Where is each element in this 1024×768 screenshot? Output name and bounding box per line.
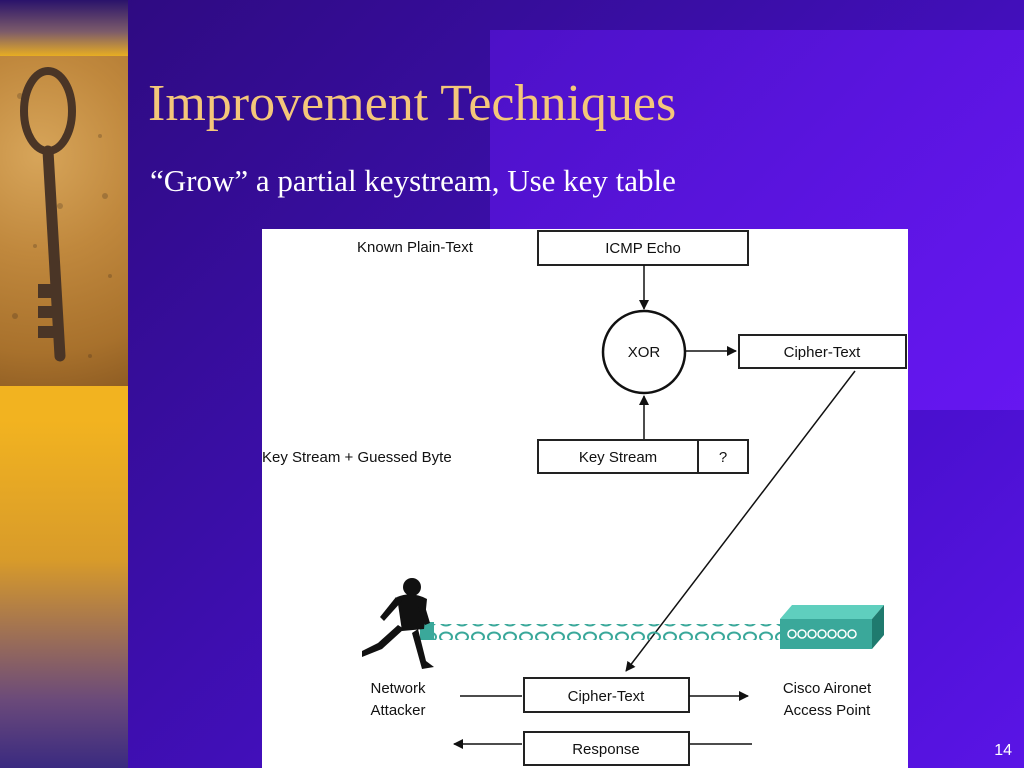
wireless-link [424,624,792,640]
attacker-label-line2: Attacker [370,702,425,719]
guessed-byte-label: ? [719,449,727,466]
attacker-label-line1: Network [370,680,426,697]
page-number: 14 [994,742,1012,759]
ciphertext-bottom-label: Cipher-Text [568,688,646,705]
attacker-icon [362,578,434,669]
attack-diagram: Known Plain-Text ICMP Echo XOR Cipher-Te… [262,229,908,768]
response-label: Response [572,741,640,758]
ciphertext-bottom-box [523,677,690,713]
xor-label: XOR [628,344,661,361]
known-plaintext-label: Known Plain-Text [357,239,474,256]
response-box [523,731,690,766]
left-top-band [0,0,128,58]
ap-label-line1: Cisco Aironet [783,680,872,697]
ciphertext-top-box [738,334,907,369]
slide-subtitle: “Grow” a partial keystream, Use key tabl… [150,163,676,198]
icmp-echo-box [537,230,749,266]
slide-title: Improvement Techniques [148,75,677,132]
keystream-label: Key Stream [579,449,657,466]
guessed-byte-box [697,439,749,474]
ap-label-line2: Access Point [784,702,872,719]
xor-circle [601,309,687,395]
arrow-ciphertext-to-attacker [625,370,856,672]
ciphertext-top-label: Cipher-Text [784,344,862,361]
icmp-echo-label: ICMP Echo [605,240,681,257]
access-point-icon [780,605,884,649]
keystream-box [537,439,699,474]
key-image [0,56,128,386]
keystream-guessed-label: Key Stream + Guessed Byte [262,449,452,466]
